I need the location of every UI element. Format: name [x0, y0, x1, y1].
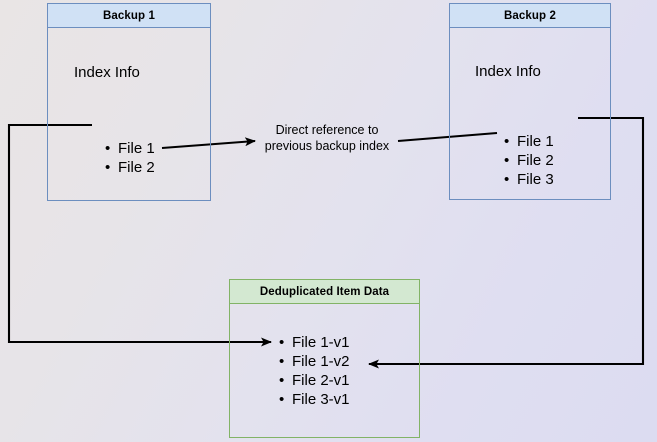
backup-1-file-list: File 1 File 2	[104, 139, 155, 177]
node-backup-1-title: Backup 1	[48, 4, 210, 28]
list-item: File 2-v1	[279, 371, 349, 390]
node-dedup-body: File 1-v1 File 1-v2 File 2-v1 File 3-v1	[230, 304, 419, 437]
node-backup-2-title: Backup 2	[450, 4, 610, 28]
list-item: File 2	[504, 151, 554, 170]
backup-1-index-label: Index Info	[74, 64, 140, 81]
list-item: File 3-v1	[279, 390, 349, 409]
node-backup-2-body: Index Info File 1 File 2 File 3	[450, 28, 610, 199]
edge-direct-reference	[161, 131, 498, 150]
list-item: File 1	[504, 132, 554, 151]
node-backup-1[interactable]: Backup 1 Index Info File 1 File 2	[47, 3, 211, 201]
list-item: File 1	[105, 139, 155, 158]
backup-2-index-label: Index Info	[475, 63, 541, 80]
list-item: File 1-v1	[279, 333, 349, 352]
backup-2-file-list: File 1 File 2 File 3	[503, 132, 554, 189]
node-backup-1-body: Index Info File 1 File 2	[48, 28, 210, 200]
edge-backup1-file1-to-dedup	[7, 123, 272, 347]
dedup-file-list: File 1-v1 File 1-v2 File 2-v1 File 3-v1	[278, 333, 349, 409]
list-item: File 3	[504, 170, 554, 189]
node-deduplicated-item-data[interactable]: Deduplicated Item Data File 1-v1 File 1-…	[229, 279, 420, 438]
edge-label-line-1: Direct reference to	[275, 123, 379, 137]
node-backup-2[interactable]: Backup 2 Index Info File 1 File 2 File 3	[449, 3, 611, 200]
list-item: File 2	[105, 158, 155, 177]
list-item: File 1-v2	[279, 352, 349, 371]
edge-label-direct-reference: Direct reference to previous backup inde…	[252, 122, 402, 154]
edge-label-line-2: previous backup index	[264, 139, 390, 153]
node-dedup-title: Deduplicated Item Data	[230, 280, 419, 304]
